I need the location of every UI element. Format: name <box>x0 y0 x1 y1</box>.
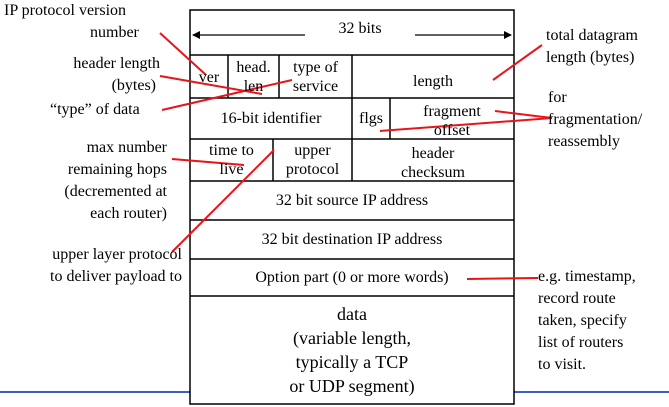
field-flags: flgs <box>359 110 383 127</box>
field-checksum-line2: checksum <box>401 164 465 181</box>
annotation-max-hops-line3: (decremented at <box>64 183 167 200</box>
field-data-line4: or UDP segment) <box>289 376 415 396</box>
field-data-line1: data <box>337 304 367 324</box>
field-length: length <box>413 73 453 90</box>
annotation-fragmentation-line3: reassembly <box>548 133 620 150</box>
annotation-options-example: e.g. timestamp, record route taken, spec… <box>538 266 636 376</box>
field-fragment-offset-line2: offset <box>433 121 471 139</box>
field-header-checksum: header checksum <box>352 142 514 184</box>
field-header-length-line2: len <box>243 77 264 95</box>
annotation-options-line1: e.g. timestamp, <box>538 268 636 285</box>
annotation-options-line4: list of routers <box>538 334 624 351</box>
field-checksum-line1: header <box>411 145 455 162</box>
field-header-length-line1: head. <box>236 58 271 76</box>
field-upper-protocol-line2: protocol <box>285 161 340 178</box>
field-tos-line2: service <box>292 77 339 95</box>
field-version: ver <box>198 68 220 86</box>
field-fragment-offset-line1: fragment <box>423 102 481 120</box>
annotation-upper-layer: upper layer protocol to deliver payload … <box>0 244 182 288</box>
bits-label: 32 bits <box>338 19 382 37</box>
field-tos-line1: type of <box>293 58 338 76</box>
field-fragment-offset: fragment offset <box>390 100 514 141</box>
annotation-total-length-line2: length (bytes) <box>546 49 635 66</box>
annotation-protocol-version-line2: number <box>90 24 139 41</box>
annotation-total-length-line1: total datagram <box>546 27 638 44</box>
field-upper-protocol-line1: upper <box>294 142 331 159</box>
field-data: data (variable length, typically a TCP o… <box>190 298 514 402</box>
field-data-line2: (variable length, <box>293 328 411 348</box>
annotation-fragmentation-line1: for <box>548 89 567 106</box>
annotation-header-length-line2: (bytes) <box>111 77 156 94</box>
annotation-max-hops-line1: max number <box>86 139 167 156</box>
annotation-fragmentation-line2: fragmentation/ <box>548 111 643 128</box>
field-source-ip: 32 bit source IP address <box>275 192 429 209</box>
annotation-options-line3: taken, specify <box>538 312 627 329</box>
annotation-type-of-data: “type” of data <box>50 101 140 118</box>
field-destination-ip: 32 bit destination IP address <box>261 231 443 248</box>
field-header-length: head. len <box>228 55 279 98</box>
field-time-to-live: time to live <box>190 139 273 181</box>
annotation-upper-layer-line1: upper layer protocol <box>52 246 182 263</box>
annotation-fragmentation: for fragmentation/ reassembly <box>548 87 642 153</box>
annotation-max-hops-line4: each router) <box>90 205 167 222</box>
field-data-line3: typically a TCP <box>295 352 409 372</box>
field-ttl-line2: live <box>219 161 244 178</box>
annotation-options-line5: to visit. <box>538 356 587 373</box>
annotation-max-hops-line2: remaining hops <box>67 161 167 178</box>
annotation-total-length: total datagram length (bytes) <box>546 25 638 69</box>
field-identifier: 16-bit identifier <box>220 110 322 127</box>
annotation-options-line2: record route <box>538 290 616 307</box>
field-type-of-service: type of service <box>279 55 352 98</box>
annotation-protocol-version-line1: IP protocol version <box>4 2 127 19</box>
annotation-header-length: header length (bytes) <box>30 53 160 97</box>
annotation-upper-layer-line2: to deliver payload to <box>50 268 182 285</box>
column-dividers <box>227 55 391 181</box>
field-upper-protocol: upper protocol <box>273 139 352 181</box>
annotation-pointers <box>159 32 553 280</box>
field-options: Option part (0 or more words) <box>255 269 449 286</box>
annotation-header-length-line1: header length <box>73 55 160 72</box>
annotation-max-hops: max number remaining hops (decremented a… <box>10 137 167 225</box>
annotation-protocol-version: IP protocol version number <box>4 0 139 44</box>
field-ttl-line1: time to <box>209 142 254 159</box>
